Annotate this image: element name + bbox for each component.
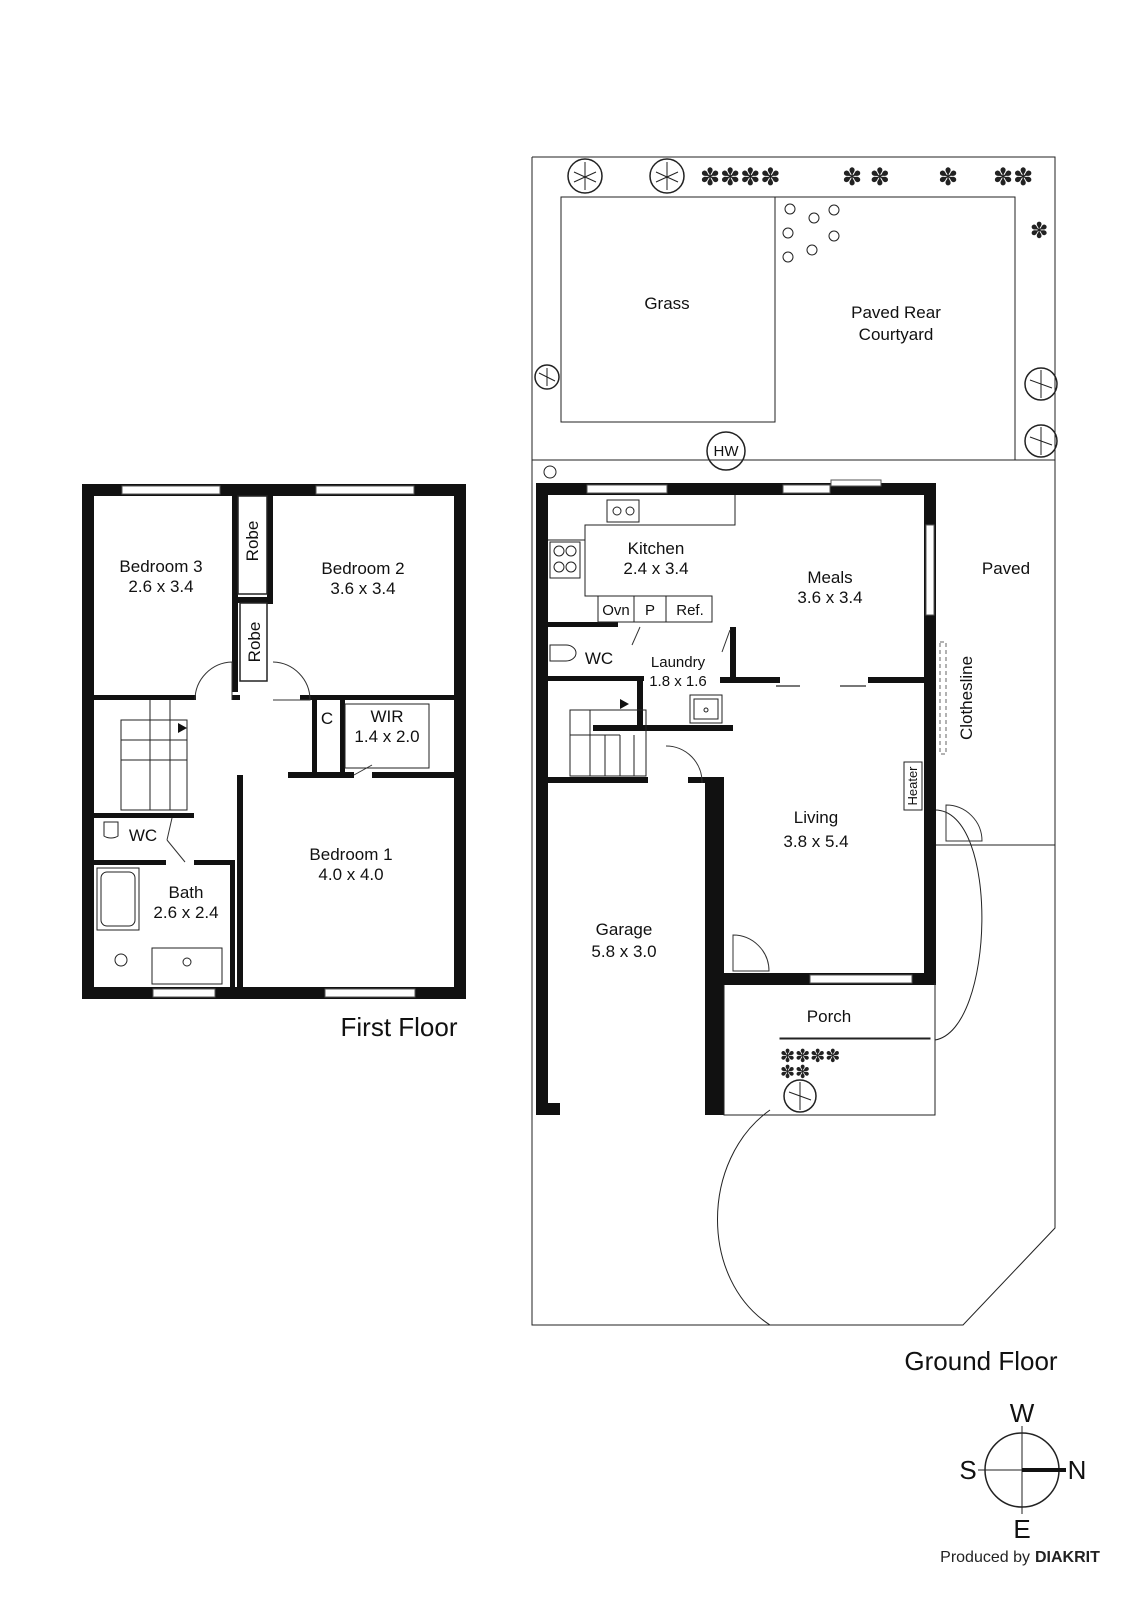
- ground-wc-label: WC: [585, 649, 613, 668]
- site-boundary: [531, 156, 1056, 1326]
- door-swing: [732, 934, 770, 972]
- credit: Produced by DIAKRIT: [940, 1549, 1100, 1566]
- flower-icon: ✽: [938, 163, 958, 191]
- tree-icon: [649, 158, 685, 194]
- bath-name: Bath: [169, 883, 204, 902]
- flower-icon: ✽ ✽: [842, 163, 890, 191]
- kitchen-sink: [606, 499, 640, 523]
- first-floor-plan: Bedroom 3 2.6 x 3.4 Bedroom 2 3.6 x 3.4 …: [82, 484, 466, 1042]
- pantry-label: P: [645, 602, 655, 619]
- flower-icon: ✽✽: [993, 163, 1033, 191]
- shower: [114, 953, 128, 967]
- robe-label: Robe: [243, 521, 262, 562]
- garage-dims: 5.8 x 3.0: [591, 942, 656, 961]
- courtyard-label-2: Courtyard: [859, 325, 934, 344]
- clothesline: [939, 641, 947, 755]
- window: [809, 974, 913, 984]
- fridge-label: Ref.: [676, 602, 704, 619]
- bathtub: [96, 867, 140, 931]
- window: [586, 484, 668, 494]
- door-swing: [166, 817, 186, 863]
- flower-icon: ✽✽: [780, 1062, 810, 1083]
- toilet: [549, 644, 577, 662]
- heater: [903, 761, 923, 811]
- door-swing: [272, 661, 311, 701]
- paved-label: Paved: [982, 559, 1030, 578]
- window: [121, 485, 221, 495]
- door-swing: [945, 804, 983, 842]
- door-swing: [353, 764, 373, 776]
- tree-icon: [567, 158, 603, 194]
- bath-dims: 2.6 x 2.4: [153, 903, 218, 922]
- window: [830, 479, 882, 487]
- compass-north: N: [1068, 1455, 1087, 1485]
- stair-arrow-icon: [178, 723, 187, 733]
- credit-text: Produced by: [940, 1549, 1030, 1566]
- grass-label: Grass: [644, 294, 689, 313]
- tree-icon: [1024, 424, 1058, 458]
- tree-icon: [1024, 367, 1058, 401]
- grass-area: [560, 196, 776, 423]
- living-dims: 3.8 x 5.4: [783, 832, 848, 851]
- first-floor-title: First Floor: [341, 1012, 458, 1042]
- meals-dims: 3.6 x 3.4: [797, 588, 862, 607]
- compass-south: S: [959, 1455, 976, 1485]
- compass-west: W: [1010, 1398, 1035, 1428]
- bedroom1-name: Bedroom 1: [309, 845, 392, 864]
- credit-brand: DIAKRIT: [1035, 1549, 1100, 1566]
- toilet: [103, 821, 119, 839]
- door-swing: [665, 745, 703, 784]
- staircase: [569, 699, 647, 777]
- wir-dims: 1.4 x 2.0: [354, 727, 419, 746]
- kitchen-name: Kitchen: [628, 539, 685, 558]
- hw-label: HW: [714, 443, 740, 460]
- stair-arrow-icon: [620, 699, 629, 709]
- laundry-name: Laundry: [651, 654, 706, 671]
- living-name: Living: [794, 808, 838, 827]
- window: [152, 988, 216, 998]
- bedroom2-dims: 3.6 x 3.4: [330, 579, 395, 598]
- heater-label: Heater: [905, 766, 920, 806]
- first-wc-label: WC: [129, 826, 157, 845]
- bedroom1-dims: 4.0 x 4.0: [318, 865, 383, 884]
- courtyard-label-1: Paved Rear: [851, 303, 941, 322]
- window: [925, 524, 935, 616]
- porch-label: Porch: [807, 1007, 851, 1026]
- staircase: [120, 700, 188, 811]
- door-swing: [194, 661, 233, 701]
- hot-water-unit: [706, 431, 746, 471]
- compass-east: E: [1013, 1514, 1030, 1544]
- wir-name: WIR: [370, 707, 403, 726]
- bedroom2-name: Bedroom 2: [321, 559, 404, 578]
- window: [782, 484, 831, 494]
- flower-icon: ✽: [1030, 219, 1048, 244]
- laundry-tub: [689, 694, 723, 724]
- ground-floor-title: Ground Floor: [904, 1346, 1058, 1376]
- garden-plants: ✽✽✽✽ ✽ ✽ ✽ ✽✽ ✽ ✽✽✽✽ ✽✽: [534, 158, 1058, 1113]
- laundry-dims: 1.8 x 1.6: [649, 673, 707, 690]
- window: [324, 988, 416, 998]
- tree-icon: [783, 1079, 817, 1113]
- vanity: [151, 947, 223, 985]
- robe-label: Robe: [245, 622, 264, 663]
- meals-name: Meals: [807, 568, 852, 587]
- window: [315, 485, 415, 495]
- garage-name: Garage: [596, 920, 653, 939]
- door-swing: [631, 626, 731, 653]
- cupboard-label: C: [321, 709, 333, 728]
- kitchen-dims: 2.4 x 3.4: [623, 559, 688, 578]
- bedroom3-name: Bedroom 3: [119, 557, 202, 576]
- ground-floor-plan: ✽✽✽✽ ✽ ✽ ✽ ✽✽ ✽ ✽✽✽✽ ✽✽ HW: [531, 156, 1058, 1376]
- oven-label: Ovn: [602, 602, 630, 619]
- flower-icon: ✽✽✽✽: [700, 163, 780, 191]
- clothesline-label: Clothesline: [957, 656, 976, 740]
- bedroom3-dims: 2.6 x 3.4: [128, 577, 193, 596]
- compass-rose: W E S N: [959, 1398, 1086, 1544]
- cooktop: [549, 541, 581, 579]
- driveway: [717, 1109, 771, 1326]
- tree-icon: [534, 364, 560, 390]
- flower-icon: ✽✽✽✽: [780, 1046, 840, 1067]
